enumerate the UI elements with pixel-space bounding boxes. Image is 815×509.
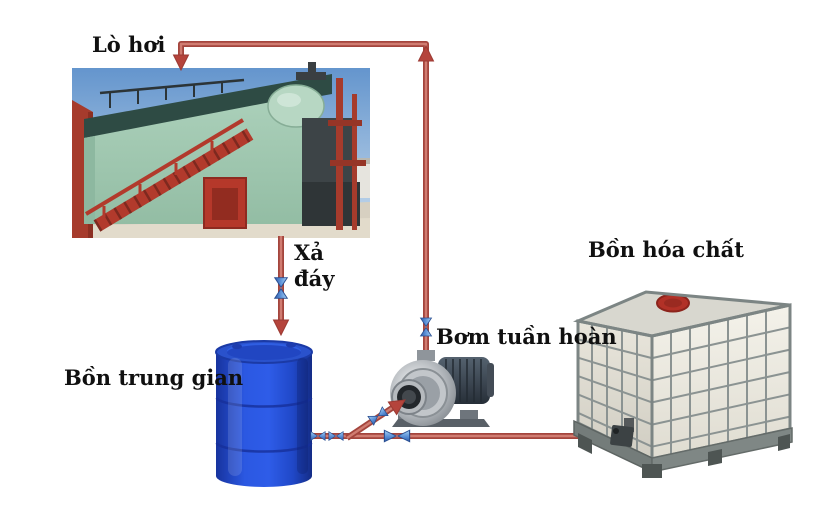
boiler-photo bbox=[72, 62, 370, 238]
circulation-pump-label: Bơm tuần hoàn bbox=[436, 324, 617, 349]
flow-arrow-up-riser bbox=[418, 45, 434, 62]
valve-icon-drum-outlet-1 bbox=[310, 431, 326, 441]
chemical-tank-label: Bồn hóa chất bbox=[588, 237, 744, 262]
blowdown-label: Xả đáy bbox=[294, 240, 335, 292]
intermediate-tank-drum bbox=[215, 340, 313, 487]
valve-icon-blowdown bbox=[274, 277, 288, 299]
return-pipe bbox=[178, 41, 429, 380]
intermediate-tank-label: Bồn trung gian bbox=[64, 365, 244, 390]
valve-icon-supply bbox=[383, 429, 411, 443]
valve-icon-drum-outlet-2 bbox=[328, 431, 344, 441]
flow-arrow-into-drum bbox=[273, 319, 289, 336]
flow-arrow-into-boiler bbox=[173, 54, 189, 71]
circulation-pump bbox=[390, 350, 494, 427]
blowdown-label-line2: đáy bbox=[294, 266, 335, 291]
blowdown-label-line1: Xả bbox=[294, 240, 324, 265]
valve-icon-riser bbox=[420, 317, 432, 337]
chemical-tank-ibc bbox=[572, 290, 793, 478]
boiler-label: Lò hơi bbox=[92, 32, 166, 57]
